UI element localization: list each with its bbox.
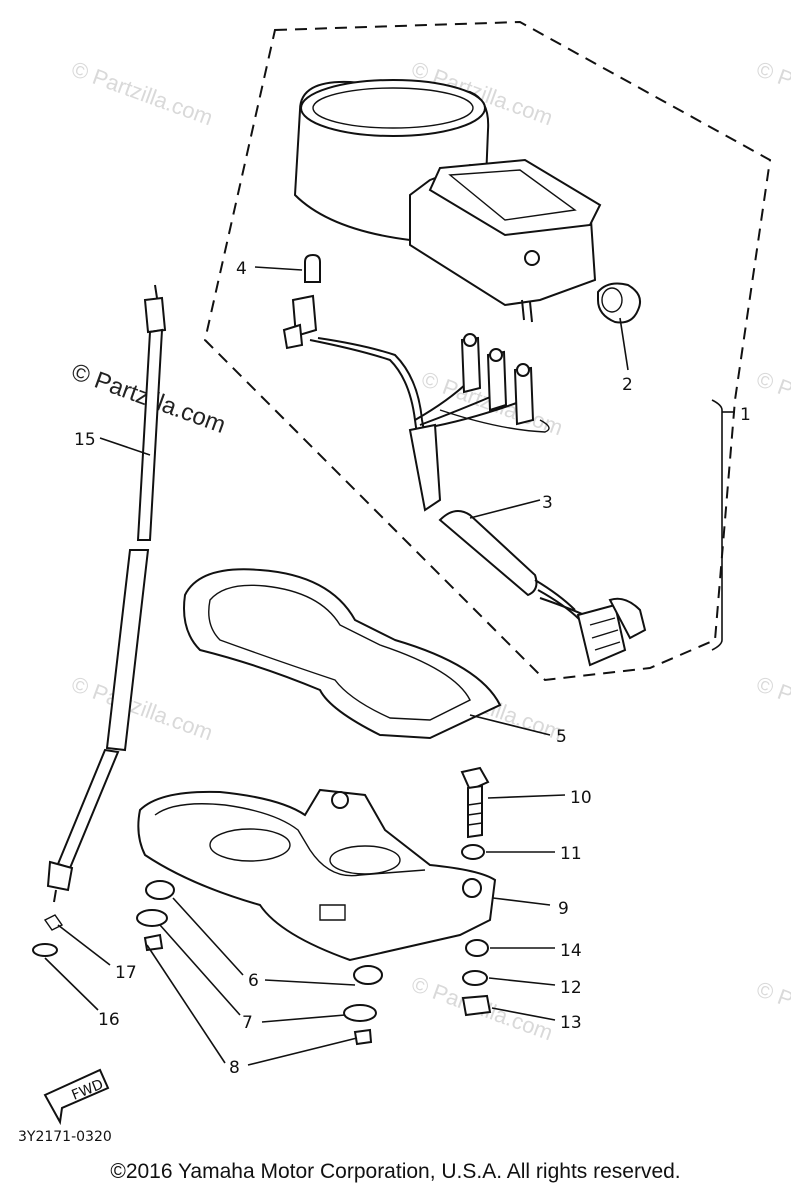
hardware bbox=[136, 844, 492, 1046]
callout-9: 9 bbox=[558, 899, 569, 919]
watermark: © Partzilla.com bbox=[68, 671, 216, 745]
cable-clips bbox=[32, 914, 64, 957]
callout-3: 3 bbox=[542, 493, 553, 513]
callout-1: 1 bbox=[740, 405, 751, 425]
callout-10: 10 bbox=[570, 788, 592, 808]
meter-gasket bbox=[183, 568, 502, 740]
assembly-boundary bbox=[203, 20, 772, 682]
wire-harness bbox=[438, 510, 647, 667]
collar bbox=[353, 1028, 373, 1046]
damper bbox=[465, 939, 489, 957]
callouts: 1 2 3 4 5 6 7 8 9 10 11 12 13 14 15 16 1… bbox=[74, 259, 751, 1078]
leader-lines bbox=[44, 266, 735, 1066]
bolt bbox=[460, 766, 490, 839]
callout-2: 2 bbox=[622, 375, 633, 395]
washer bbox=[136, 909, 168, 927]
trip-reset-knob bbox=[597, 282, 641, 324]
grommet bbox=[353, 965, 383, 985]
grommet bbox=[145, 880, 175, 900]
washer bbox=[461, 844, 485, 860]
callout-8: 8 bbox=[229, 1058, 240, 1078]
speedometer-cable bbox=[46, 284, 167, 903]
watermark: © Partzilla.com bbox=[753, 976, 791, 1050]
callout-14: 14 bbox=[560, 941, 582, 961]
watermark: © Partzilla.com bbox=[753, 671, 791, 745]
copyright-notice: ©2016 Yamaha Motor Corporation, U.S.A. A… bbox=[110, 1160, 681, 1183]
callout-15: 15 bbox=[74, 430, 96, 450]
callout-4: 4 bbox=[236, 259, 247, 279]
callout-5: 5 bbox=[556, 727, 567, 747]
callout-7: 7 bbox=[242, 1013, 253, 1033]
fwd-arrow: FWD bbox=[43, 1068, 110, 1126]
meter-assembly bbox=[293, 79, 602, 323]
bulb-and-harness bbox=[282, 253, 550, 512]
washer bbox=[462, 970, 488, 986]
callout-16: 16 bbox=[98, 1010, 120, 1030]
nut bbox=[461, 994, 492, 1017]
callout-11: 11 bbox=[560, 844, 582, 864]
collar bbox=[143, 933, 164, 952]
callout-6: 6 bbox=[248, 971, 259, 991]
watermark: © Partzilla.com bbox=[68, 56, 216, 130]
meter-bracket bbox=[137, 788, 497, 962]
washer bbox=[343, 1004, 377, 1022]
callout-13: 13 bbox=[560, 1013, 582, 1033]
watermark: © Partzilla.com bbox=[753, 366, 791, 440]
callout-12: 12 bbox=[560, 978, 582, 998]
callout-17: 17 bbox=[115, 963, 137, 983]
watermark: © Partzilla.com bbox=[753, 56, 791, 130]
diagram-code: 3Y2171-0320 bbox=[18, 1129, 112, 1145]
